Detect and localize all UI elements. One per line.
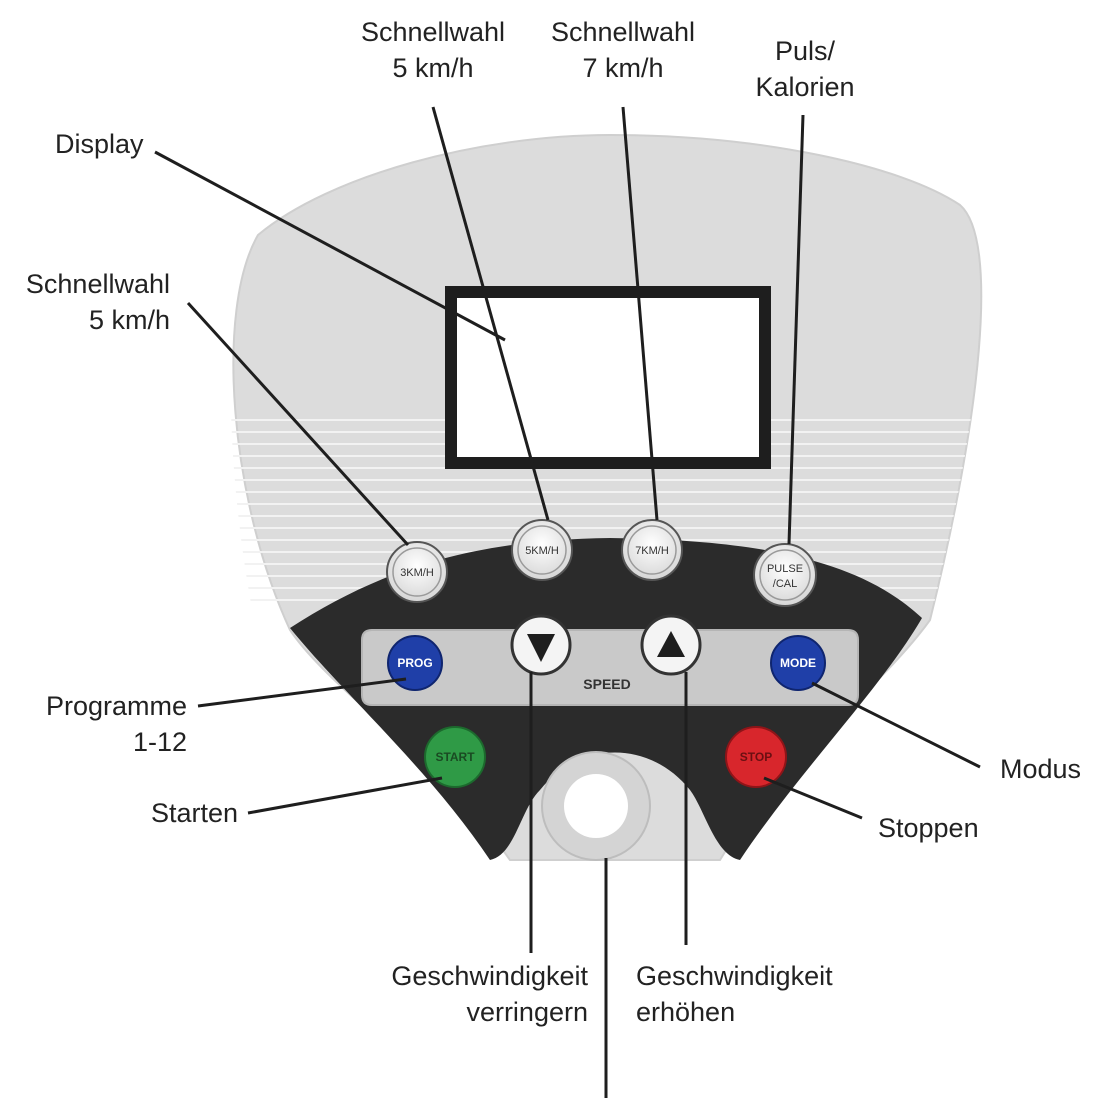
leader-7kmh-top (621, 106, 659, 521)
leader-mode (811, 681, 981, 769)
leader-stop (763, 776, 863, 820)
button-pulse-label-1: PULSE (767, 563, 803, 575)
button-7kmh-label: 7KM/H (635, 545, 669, 557)
callout-quick-3kmh-left-line1: Schnellwahl (25, 269, 170, 299)
callout-quick-5kmh-top-line1: Schnellwahl (360, 17, 506, 47)
callout-speed-up-line2: erhöhen (636, 997, 736, 1027)
callout-start: Starten (150, 798, 238, 828)
callout-mode: Modus (1000, 754, 1082, 784)
callout-quick-7kmh-top-line1: Schnellwahl (550, 17, 696, 47)
button-5kmh[interactable]: 5KM/H (511, 519, 573, 581)
button-3kmh[interactable]: 3KM/H (386, 541, 448, 603)
callout-quick-3kmh-left-line2: 5 km/h (88, 305, 170, 335)
button-pulse-label-2: /CAL (773, 578, 797, 590)
button-stop-label: STOP (740, 750, 772, 764)
button-start-label: START (435, 750, 475, 764)
safety-key-ring[interactable] (541, 751, 651, 861)
triangle-up-icon (657, 631, 685, 657)
callout-programs-line2: 1-12 (132, 727, 187, 757)
button-prog-label: PROG (397, 656, 432, 670)
callout-pulse-cal: Puls/ Kalorien (735, 33, 875, 105)
callout-speed-down-line2: verringern (466, 997, 588, 1027)
leader-5kmh-top (431, 106, 550, 521)
ring-icon (564, 774, 628, 838)
triangle-down-icon (527, 634, 555, 662)
leader-start (247, 776, 443, 815)
leader-programs (197, 677, 407, 708)
button-start[interactable]: START (424, 726, 486, 788)
speed-label: SPEED (583, 676, 630, 692)
leader-pulse (787, 114, 805, 545)
button-mode[interactable]: MODE (770, 635, 826, 691)
callout-quick-3kmh-left: Schnellwahl 5 km/h (5, 266, 170, 338)
callout-display: Display (55, 129, 144, 159)
button-stop[interactable]: STOP (725, 726, 787, 788)
button-speed-up[interactable] (640, 614, 702, 676)
callout-speed-down-line1: Geschwindigkeit (391, 961, 588, 991)
callout-programs: Programme 1-12 (15, 688, 187, 760)
leader-display (154, 150, 506, 342)
callout-stop: Stoppen (878, 813, 979, 843)
button-7kmh[interactable]: 7KM/H (621, 519, 683, 581)
callout-quick-5kmh-top: Schnellwahl 5 km/h (343, 14, 523, 86)
button-5kmh-label: 5KM/H (525, 545, 559, 557)
callout-speed-down: Geschwindigkeit verringern (340, 958, 588, 1030)
button-prog[interactable]: PROG (387, 635, 443, 691)
callout-quick-5kmh-top-line2: 5 km/h (392, 53, 474, 83)
callout-pulse-cal-line2: Kalorien (755, 72, 855, 102)
callout-quick-7kmh-top: Schnellwahl 7 km/h (533, 14, 713, 86)
callout-quick-7kmh-top-line2: 7 km/h (582, 53, 664, 83)
callout-pulse-cal-line1: Puls/ (774, 36, 836, 66)
button-mode-label: MODE (780, 656, 816, 670)
control-strip (361, 629, 859, 706)
callout-speed-up: Geschwindigkeit erhöhen (636, 958, 833, 1030)
display-screen (445, 286, 771, 469)
button-speed-down[interactable] (510, 614, 572, 676)
button-3kmh-label: 3KM/H (400, 567, 434, 579)
callout-programs-line1: Programme (45, 691, 187, 721)
button-pulse-cal[interactable]: PULSE /CAL (753, 543, 817, 607)
callout-speed-up-line1: Geschwindigkeit (636, 961, 833, 991)
leader-3kmh (186, 301, 410, 547)
leader-lines (154, 106, 981, 1098)
